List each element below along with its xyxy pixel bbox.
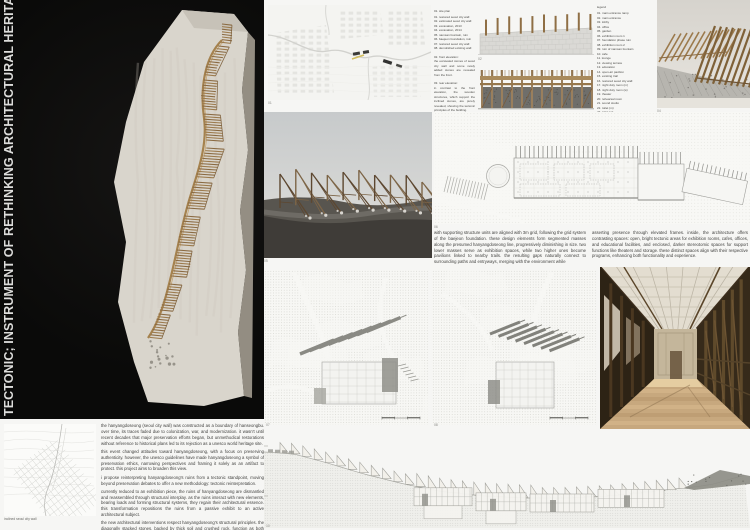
interior-render-svg [600, 267, 750, 429]
list-item: currently reduced to an exhibition piece… [101, 488, 264, 518]
structure-photo-svg [264, 112, 432, 258]
floor-plan-svg [434, 112, 750, 224]
list-item: 07. restored seoul city wall [434, 41, 470, 46]
figure-label: 10 [266, 524, 270, 528]
list-item: the new architectural interventions resp… [101, 520, 264, 530]
site-axon-left-svg [264, 270, 428, 425]
list-item: 09. ruin of namsan fountain [597, 47, 634, 51]
list-item: this event changed attitudes toward hany… [101, 448, 264, 472]
list-item: 16. restored seoul city wall [597, 78, 633, 83]
model-closeup-svg [657, 0, 750, 108]
list-item: 04. office [597, 24, 610, 29]
site-map-svg [268, 5, 431, 100]
figure-label: 05 [264, 258, 268, 263]
list-item: 04. excavation, 2014 [434, 28, 462, 32]
site-map: 01 [268, 5, 431, 105]
list-item: the hanyangdoseong (seoul city wall) was… [101, 423, 264, 446]
list-item: 03. lobby [597, 20, 610, 24]
terrain-model-photo [114, 10, 255, 406]
list-item: 14. open-air pavilion [597, 69, 625, 74]
list-item: 21. sound studio [597, 101, 620, 105]
drawing-caption: inclined seoul city wall [4, 517, 37, 521]
project-statement: the hanyangdoseong (seoul city wall) was… [101, 423, 264, 530]
figure-label: 08 [434, 423, 438, 427]
figure-label: 07 [266, 423, 270, 427]
site-axon-left: 07 [264, 270, 428, 429]
list-item: 17. night duty room (m) [597, 83, 629, 87]
list-item: i propose reinterpreting hanyangdoseong'… [101, 474, 264, 486]
list-item: 06. baejeon foundation, ruin [434, 37, 472, 41]
board-title: TECTONIC; INSTRUMENT OF RETHINKING ARCHI… [2, 0, 16, 416]
list-item: 02. main entrance [597, 15, 622, 20]
list-item: 11. lounge [597, 56, 611, 60]
list-item: 19. theater [597, 92, 612, 96]
list-item: 01. restored seoul city wall [434, 14, 470, 19]
list-item: 08. exhibition room 2 [597, 42, 625, 47]
list-item: 01. main entrance ramp [597, 11, 629, 15]
site-axon-right-svg [432, 270, 596, 425]
legend-heading: legend [597, 5, 607, 9]
list-item: 13. education [597, 65, 616, 69]
site-axon-right: 08 [432, 270, 596, 429]
figure-label: 06 [434, 224, 438, 229]
list-item: 15. existing trail [597, 74, 618, 78]
inclined-wall-svg [4, 424, 96, 516]
model-photo-panel: TECTONIC; INSTRUMENT OF RETHINKING ARCHI… [0, 0, 264, 419]
inclined-wall-drawing: inclined seoul city wall [4, 424, 96, 521]
model-closeup-photo: 04 [657, 0, 750, 113]
description-column-2: asserting presence through elevated fram… [592, 230, 748, 262]
list-item: 03. excavation, 2013 [434, 23, 462, 28]
list-item: 06. exhibition room 1 [597, 33, 625, 38]
figure-label: 04 [657, 108, 661, 113]
rear-elevation: 03 [478, 66, 594, 117]
figure-label: 02 [478, 56, 482, 61]
list-item: 07. foundation phase ruin [597, 38, 631, 42]
rear-elevation-heading: 03. rear elevation: [434, 81, 459, 85]
list-item: 05. garden [597, 29, 612, 33]
rear-elevation-note: in contrast to the front elevation, the … [434, 85, 475, 113]
long-section-svg [264, 441, 750, 528]
list-item: 20. rehearsal room [597, 96, 623, 101]
list-item: 12. viewing terrace [597, 60, 623, 65]
description-column-1: with supporting structure units are alig… [434, 230, 586, 268]
front-elevation-svg [478, 12, 594, 55]
rear-elevation-svg [478, 70, 594, 110]
list-item: 10. cafe [597, 51, 608, 56]
front-elevation-note: the excavated stones of seoul city wall … [434, 59, 475, 77]
list-item: 08. demolished existing wall [434, 46, 472, 50]
front-elevation-heading: 02. front elevation: [434, 54, 459, 59]
list-item: 05. namsan fountain, ruin [434, 32, 468, 37]
list-item: 02. estimated seoul city wall [434, 19, 472, 23]
description-text: asserting presence through elevated fram… [592, 230, 748, 259]
front-elevation: 02 [478, 10, 594, 61]
long-section: 10 [264, 432, 750, 530]
list-item: 18. night duty room (w) [597, 87, 628, 92]
drawing-notes: 01. site plan 01. restored seoul city wa… [434, 9, 475, 113]
interior-render [600, 267, 750, 429]
figure-label: 01 [268, 100, 272, 105]
notes-heading: 01. site plan [434, 9, 451, 13]
list-item: 22. toilet (m) [597, 105, 614, 110]
structure-model-photo: 05 [264, 112, 432, 263]
description-text: with supporting structure units are alig… [434, 230, 586, 265]
floor-plan: 06 [434, 112, 750, 229]
